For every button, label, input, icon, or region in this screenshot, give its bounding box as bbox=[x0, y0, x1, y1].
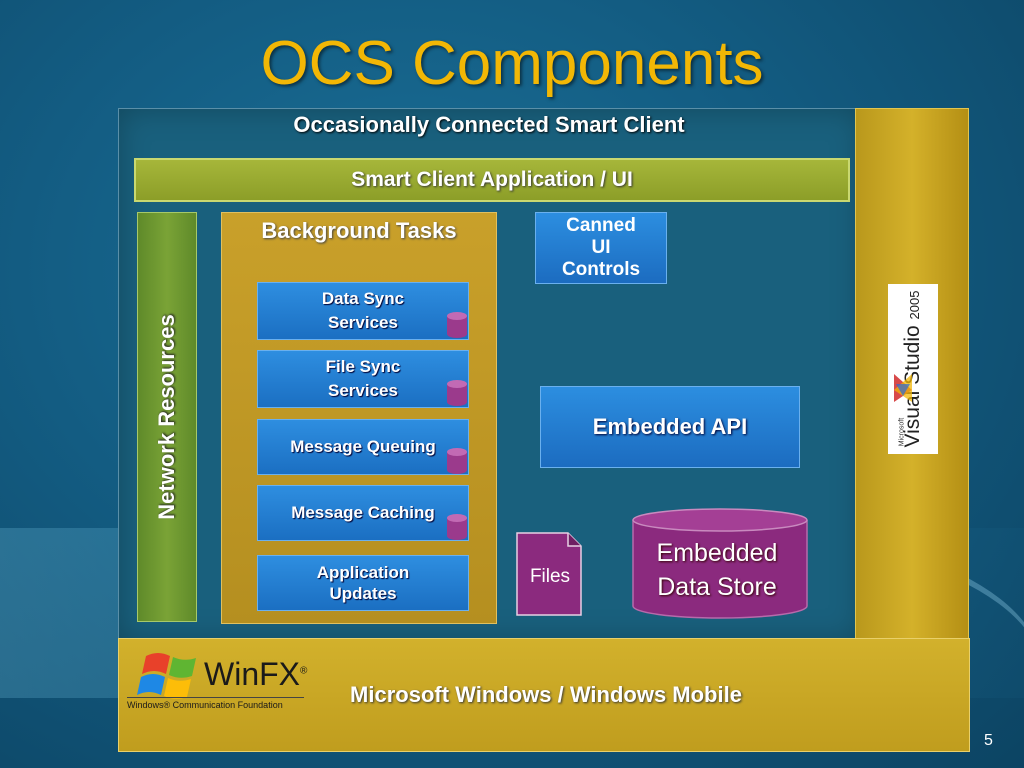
embedded-api-label: Embedded API bbox=[592, 414, 748, 439]
task-label-line2: Services bbox=[328, 381, 398, 400]
slide-title: OCS Components bbox=[260, 29, 764, 98]
task-label-line1: File Sync bbox=[325, 357, 401, 376]
winfx-divider bbox=[127, 697, 304, 698]
winfx-text: WinFX bbox=[204, 656, 300, 692]
wcf-subtitle: Windows® Communication Foundation bbox=[127, 700, 283, 710]
infinity-logo-icon bbox=[894, 374, 912, 402]
file-sync-services-box: File Sync Services bbox=[257, 350, 469, 408]
occasionally-connected-title: Occasionally Connected Smart Client bbox=[293, 112, 685, 137]
store-line1: Embedded bbox=[656, 539, 778, 567]
windows-platform-label: Microsoft Windows / Windows Mobile bbox=[350, 682, 742, 707]
database-cylinder-icon bbox=[447, 312, 467, 338]
store-line2: Data Store bbox=[657, 573, 777, 601]
vs-year: 2005 bbox=[907, 290, 922, 320]
winfx-tm: ® bbox=[300, 665, 308, 677]
data-sync-services-box: Data Sync Services bbox=[257, 282, 469, 340]
task-label-line1: Message Queuing bbox=[290, 437, 436, 456]
canned-line1: Canned bbox=[566, 215, 636, 236]
task-label-line1: Data Sync bbox=[321, 289, 405, 308]
database-cylinder-icon bbox=[447, 514, 467, 540]
network-resources-box: Network Resources bbox=[137, 212, 197, 622]
network-resources-label: Network Resources bbox=[154, 314, 179, 520]
database-cylinder-icon bbox=[447, 448, 467, 474]
winfx-logo-text: WinFX® bbox=[204, 656, 307, 693]
canned-line2: UI bbox=[591, 237, 611, 258]
application-updates-box: Application Updates bbox=[257, 555, 469, 611]
task-label-line2: Updates bbox=[329, 584, 397, 603]
task-label-line1: Application bbox=[316, 563, 410, 582]
embedded-api-box: Embedded API bbox=[540, 386, 800, 468]
canned-ui-controls-box: Canned UI Controls bbox=[535, 212, 667, 284]
task-label-line2: Services bbox=[328, 313, 398, 332]
background-tasks-title: Background Tasks bbox=[261, 218, 457, 243]
windows-platform-panel bbox=[118, 638, 970, 752]
message-queuing-box: Message Queuing bbox=[257, 419, 469, 475]
windows-flag-icon bbox=[137, 653, 196, 699]
visual-studio-logo: Visual Studio 2005 Microsoft bbox=[888, 284, 938, 454]
page-number: 5 bbox=[984, 732, 993, 749]
database-cylinder-icon bbox=[447, 380, 467, 406]
visual-studio-brand: Microsoft bbox=[898, 417, 906, 447]
canned-line3: Controls bbox=[561, 259, 641, 280]
message-caching-box: Message Caching bbox=[257, 485, 469, 541]
embedded-data-store-cylinder bbox=[632, 508, 808, 619]
task-label-line1: Message Caching bbox=[291, 503, 435, 522]
smart-client-ui-bar: Smart Client Application / UI bbox=[134, 158, 850, 202]
embedded-data-store-label: Embedded Data Store bbox=[632, 536, 802, 604]
files-label: Files bbox=[529, 566, 571, 587]
files-document-icon bbox=[516, 532, 582, 616]
smart-client-ui-label: Smart Client Application / UI bbox=[351, 168, 633, 191]
